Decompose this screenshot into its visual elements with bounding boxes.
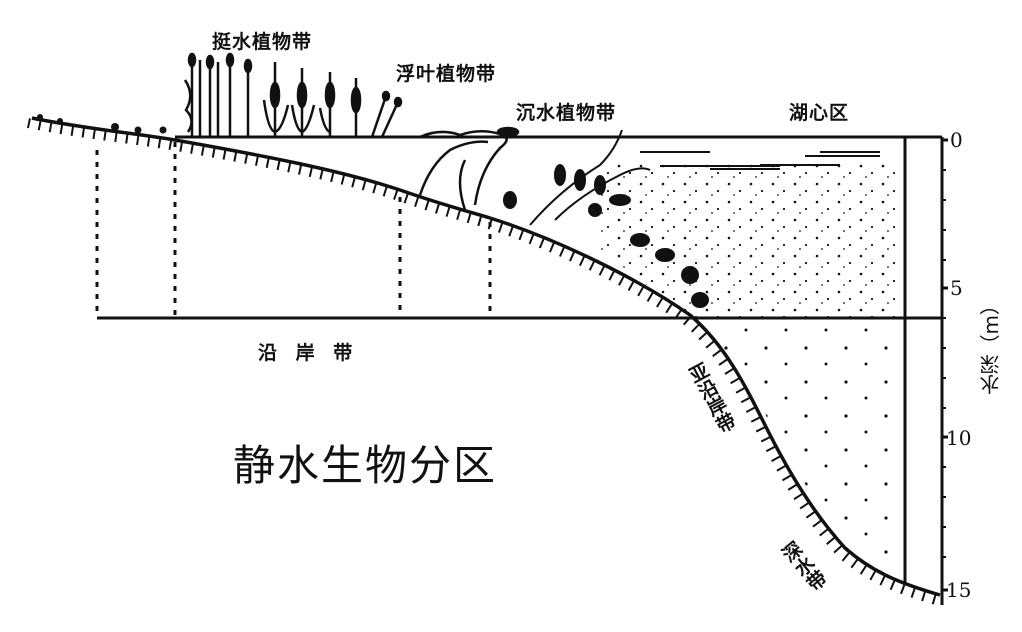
zone-dividers — [95, 142, 492, 318]
submerged-zone-label: 沉水植物带 — [516, 102, 617, 124]
emergent-plants — [183, 52, 403, 138]
tick-label-5: 5 — [950, 276, 963, 300]
tick-label-0: 0 — [950, 128, 963, 152]
bottom-hatching — [26, 118, 938, 605]
submerged-plants — [503, 129, 709, 308]
depth-axis-label: 水深（m） — [979, 295, 1003, 395]
lake-center-label: 湖心区 — [789, 102, 850, 124]
surface-ripples — [640, 151, 880, 170]
floating-leaf-zone-label: 浮叶植物带 — [396, 63, 497, 85]
depth-axis — [905, 135, 948, 605]
tick-label-10: 10 — [946, 426, 972, 450]
tick-label-15: 15 — [946, 578, 972, 602]
diagram-title: 静水生物分区 — [233, 441, 498, 490]
emergent-zone-label: 挺水植物带 — [212, 31, 313, 53]
shore-tufts — [37, 114, 167, 134]
open-water-stipple — [600, 160, 905, 582]
lake-bottom-profile — [31, 116, 941, 597]
floating-leaf-plants — [418, 126, 520, 211]
littoral-zone-label: 沿 岸 带 — [258, 342, 359, 364]
